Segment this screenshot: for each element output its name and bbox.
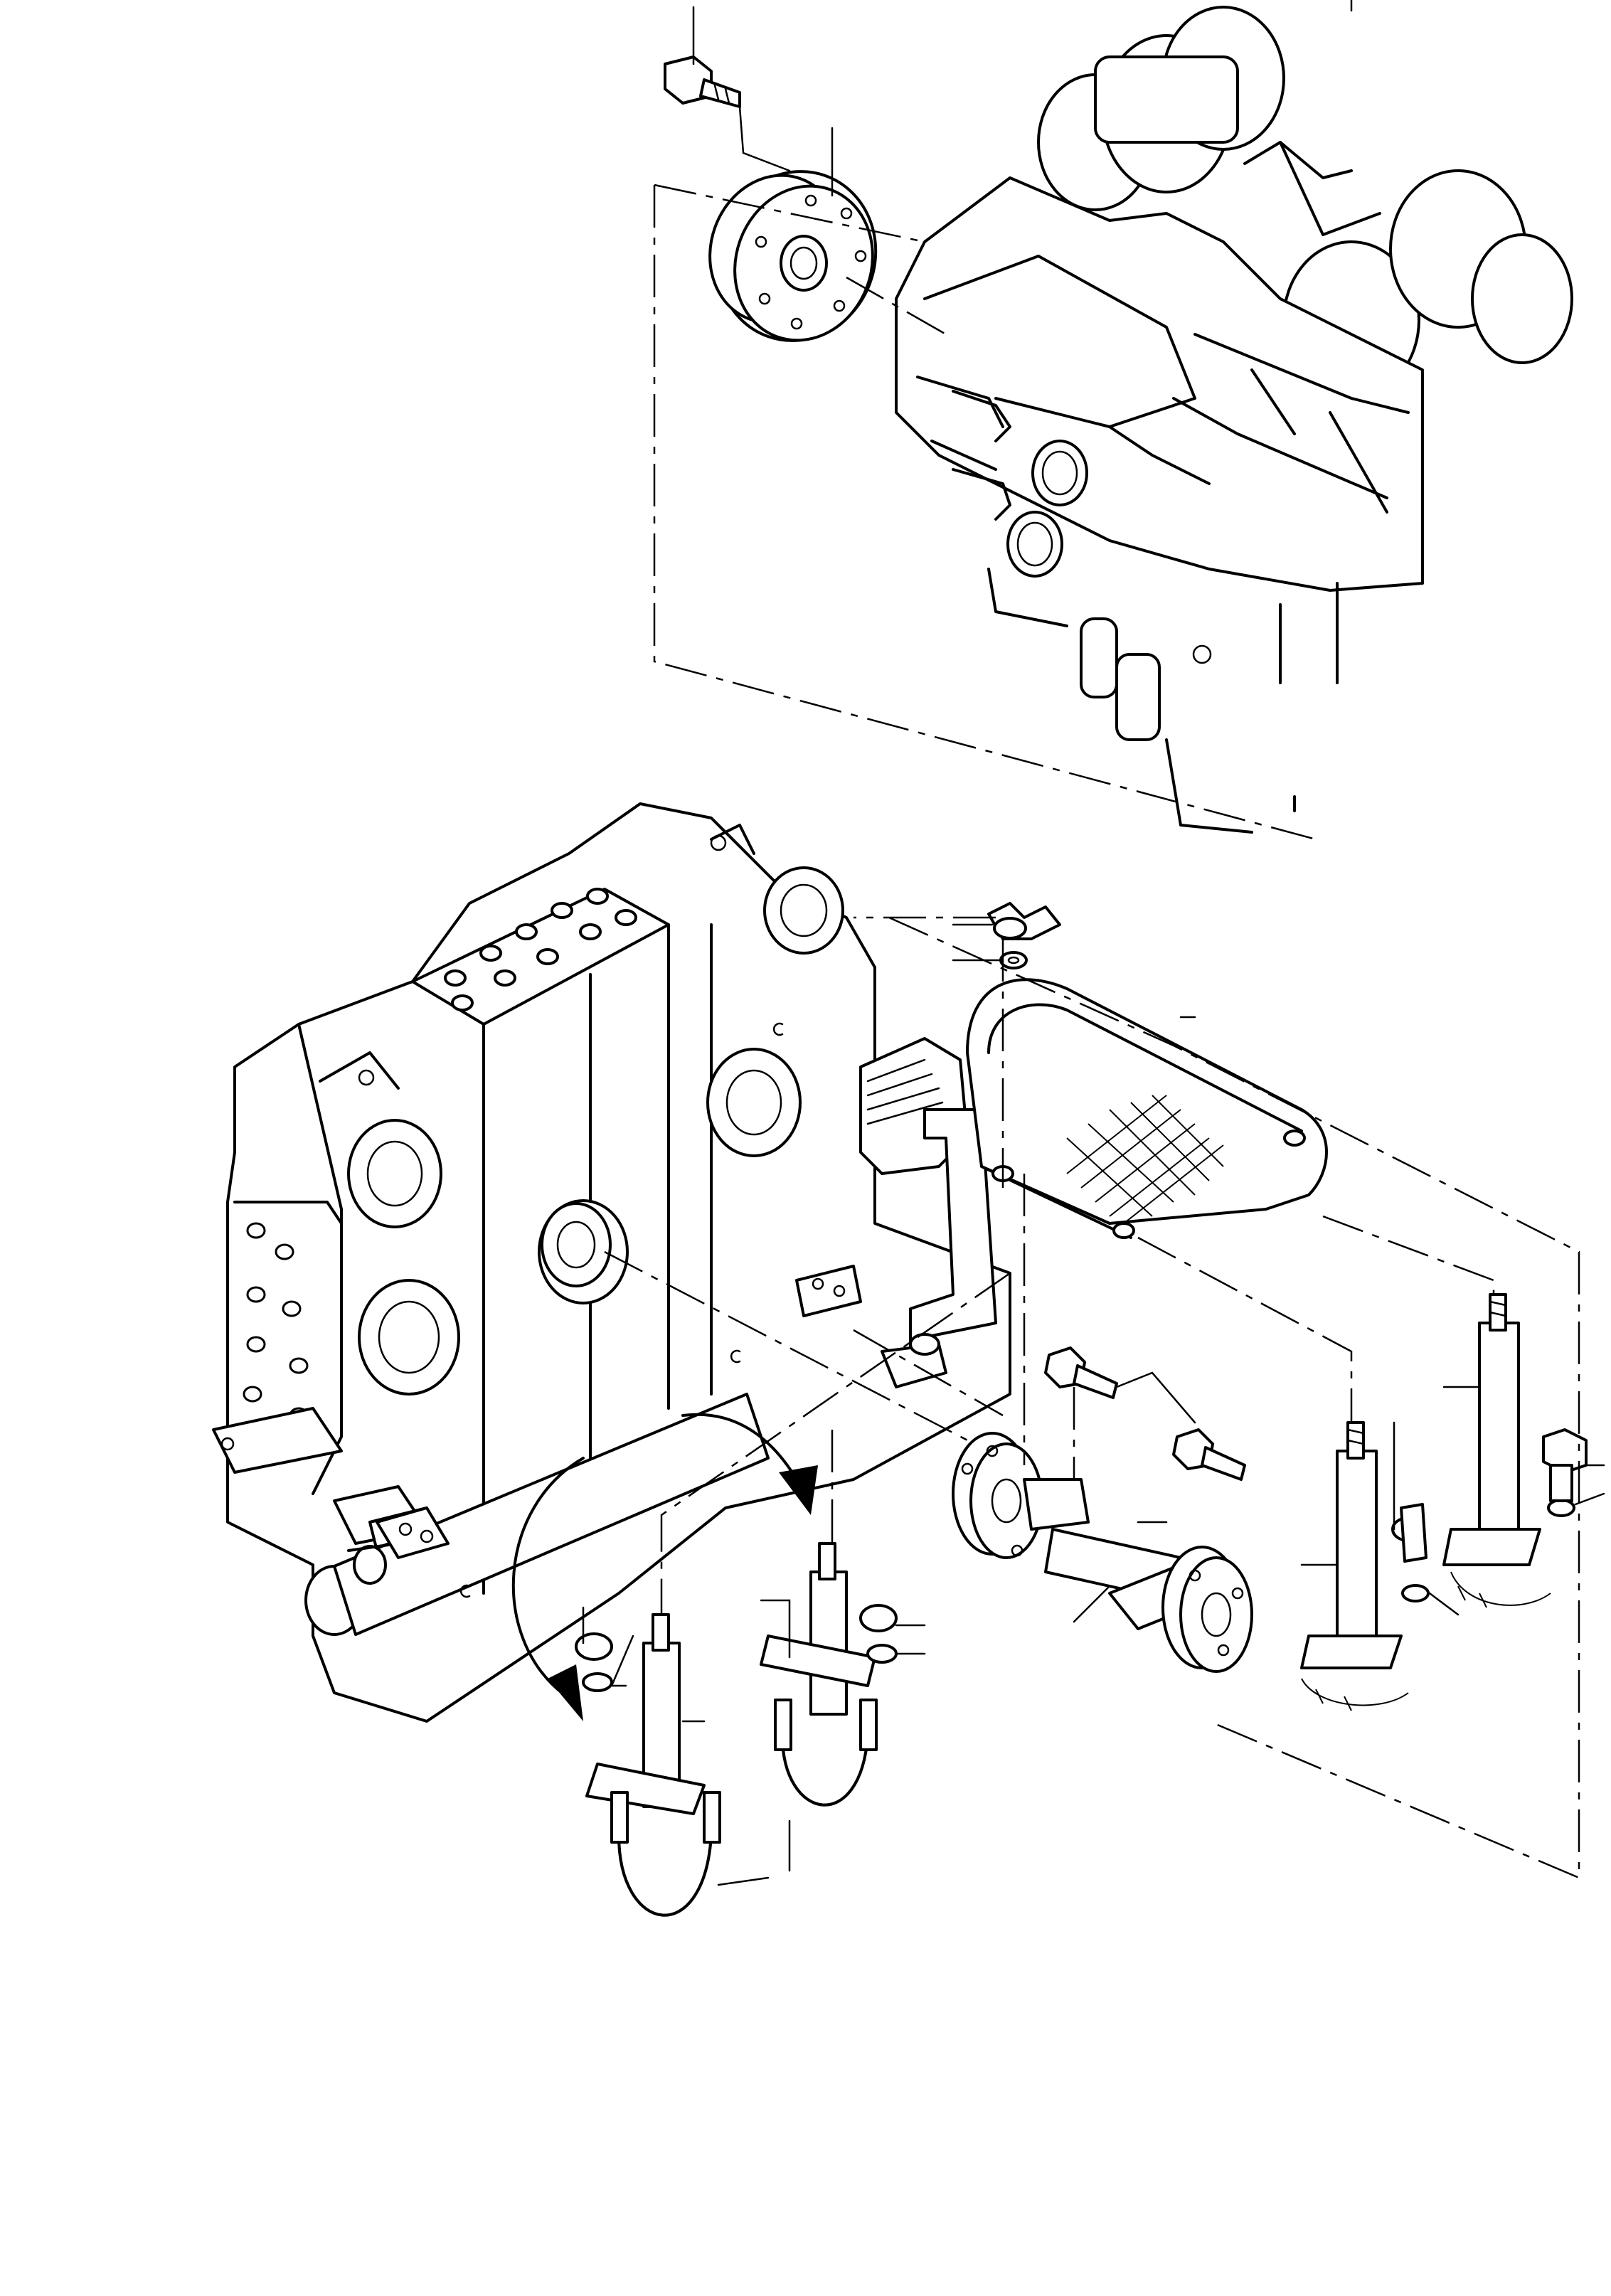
engine-block <box>895 6 1573 834</box>
drive-flange-icon <box>708 170 878 342</box>
wing-nut-icon <box>987 902 1061 940</box>
pump-gearbox <box>212 802 1011 1723</box>
drive-shaft <box>952 1432 1253 1673</box>
rotation-arrow-icon <box>511 1413 818 1721</box>
bolt-icon <box>1044 1346 1246 1481</box>
shaft-guard <box>966 978 1328 1239</box>
washer-icon <box>999 951 1028 969</box>
u-bolt-icon <box>610 1699 878 1917</box>
hex-nut-icon <box>575 1428 1588 1692</box>
bolt-top-icon <box>664 55 741 108</box>
